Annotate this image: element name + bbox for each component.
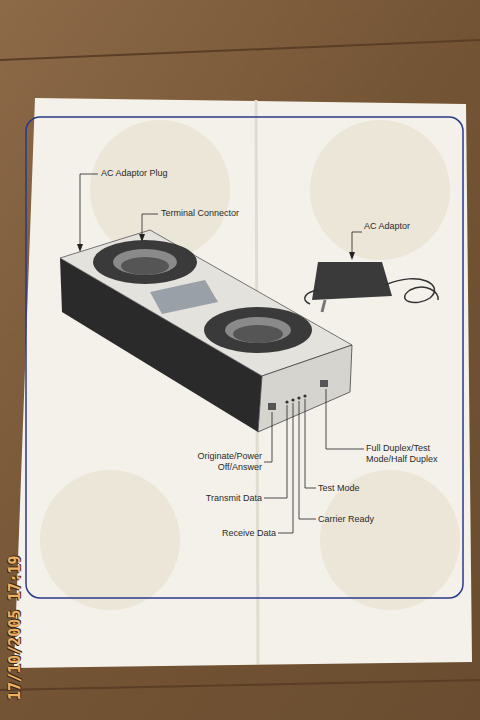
leader-line [299, 401, 316, 519]
coupler-hole [113, 249, 177, 275]
shadow-blot [310, 120, 450, 260]
callout-label: Carrier Ready [318, 514, 398, 525]
logo-plate [150, 280, 218, 314]
leader-line [326, 389, 364, 449]
duplex-switch [320, 380, 328, 387]
led [285, 400, 288, 403]
led [303, 394, 306, 397]
callout-label: Transmit Data [170, 493, 262, 504]
wood-grain [0, 680, 480, 690]
ac-adaptor [312, 262, 392, 300]
arrow-heads [77, 234, 355, 260]
leader-line [142, 214, 158, 240]
callout-label: Test Mode [318, 483, 388, 494]
arrow-head [77, 244, 83, 252]
leader-line [264, 405, 287, 498]
callout-label: Terminal Connector [161, 208, 261, 219]
leader-lines [80, 174, 364, 533]
paper-sheet [14, 98, 472, 668]
callout-label: AC Adaptor [364, 221, 434, 232]
mode-switch [268, 403, 276, 410]
wood-grain [0, 40, 480, 60]
callout-label: Full Duplex/Test Mode/Half Duplex [366, 443, 450, 465]
modem-top [60, 230, 352, 376]
page-border [26, 117, 463, 598]
callout-label: Originate/Power Off/Answer [170, 451, 262, 473]
coupler-cup [204, 307, 312, 353]
adaptor-prongs [322, 300, 325, 312]
leader-line [278, 403, 293, 533]
leader-line [80, 174, 98, 250]
coupler-cup [93, 240, 197, 284]
adaptor-cord [385, 279, 438, 303]
leader-line [305, 399, 316, 488]
shadow-blot [40, 470, 180, 610]
arrow-head [349, 252, 355, 260]
adaptor-cord [305, 290, 318, 304]
led [297, 396, 300, 399]
coupler-hole [121, 257, 169, 275]
callout-label: AC Adaptor Plug [101, 168, 191, 179]
led [291, 398, 294, 401]
coupler-hole [233, 325, 283, 343]
callout-label: Receive Data [200, 528, 276, 539]
date-stamp: 17/10/2005 17:19 [6, 556, 24, 701]
arrow-head [139, 234, 145, 242]
leader-line [264, 412, 272, 462]
coupler-hole [225, 317, 291, 343]
